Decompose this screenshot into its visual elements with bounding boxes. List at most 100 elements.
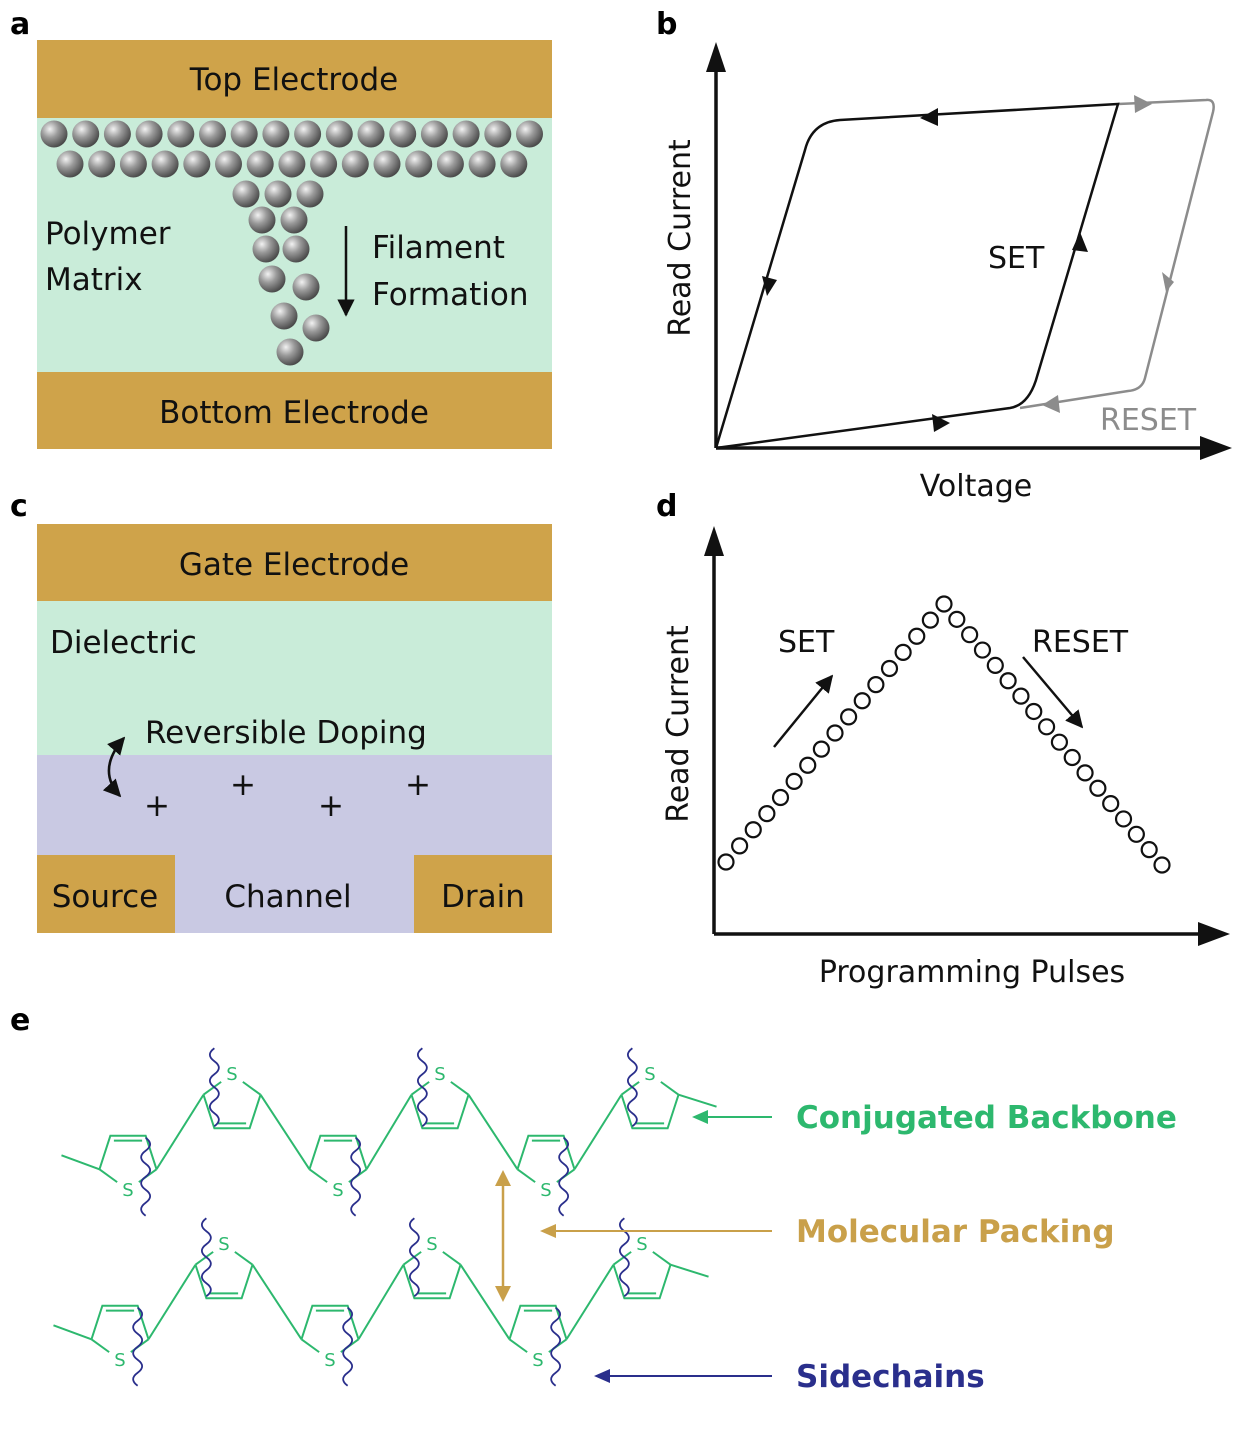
reset-arrow-side [1162,272,1174,292]
filament-label-line1: Filament [372,230,505,266]
b-x-axis-label: Voltage [920,469,1033,504]
particle-13 [452,120,480,148]
reset-curve [1019,98,1215,410]
reset-pulse-marker [1102,794,1120,813]
d-y-axis-arrowhead [704,526,724,556]
particle-12 [420,120,448,148]
d-x-axis-arrowhead [1198,922,1230,946]
top-electrode [37,40,552,118]
particle-10 [357,120,385,148]
particle-11 [389,120,417,148]
charge-plus-1: + [144,788,170,824]
d-reset-arrow [1022,656,1084,729]
particle-32 [264,180,292,208]
packing-pointer-head [540,1224,556,1238]
filament-label-line2: Formation [372,277,528,313]
particle-0 [40,120,68,148]
particle-16 [56,150,84,178]
charge-plus-2: + [230,767,256,803]
set-pulse-marker [785,772,803,790]
particle-39 [292,273,320,301]
d-set-label: SET [778,625,835,660]
gate-electrode [37,524,552,601]
source-electrode [37,855,175,933]
backbone-pointer-head [692,1110,708,1124]
b-y-axis-arrowhead [706,42,726,72]
set-pulse-marker [717,853,735,871]
particle-24 [310,150,338,178]
matrix-label-line2: Matrix [45,262,143,298]
b-y-axis-label: Read Current [663,139,698,337]
particle-25 [341,150,369,178]
sulfur-atom: S [218,1234,229,1255]
drain-electrode [414,855,552,933]
particle-14 [484,120,512,148]
panel-label-e: e [10,1003,30,1038]
set-pulse-marker [921,611,939,629]
set-arrow-bottom [932,414,950,432]
panel-b-iv-chart: Voltage Read Current SET RESET [663,42,1232,504]
charge-plus-4: + [405,767,431,803]
particle-23 [278,150,306,178]
reset-pulse-marker [1140,841,1158,859]
particle-21 [215,150,242,178]
particle-6 [230,120,258,148]
particle-31 [232,180,260,208]
particle-30 [500,150,528,178]
sulfur-atom: S [426,1234,437,1255]
backbone-label: Conjugated Backbone [796,1100,1177,1136]
set-pulse-marker [731,837,749,855]
charge-plus-3: + [318,788,344,824]
particle-26 [373,150,401,178]
reset-pulse-marker [1114,810,1133,828]
particle-8 [294,120,322,148]
particle-5 [199,120,226,148]
reset-pulse-marker [1076,764,1094,782]
reset-pulse-marker [948,610,966,628]
particle-38 [258,265,286,293]
panel-label-a: a [10,7,30,42]
bottom-electrode [37,372,552,449]
d-set-arrow [773,674,834,748]
set-pulse-marker [894,643,912,661]
d-y-axis-label: Read Current [661,625,696,823]
packing-label: Molecular Packing [796,1214,1115,1250]
panel-label-d: d [656,489,677,524]
d-x-axis-label: Programming Pulses [819,955,1125,990]
particle-19 [151,150,179,178]
reset-pulse-marker [1153,856,1171,874]
b-set-label: SET [988,241,1045,276]
reset-pulse-marker [961,626,979,644]
b-x-axis-arrowhead [1200,436,1232,460]
reset-pulse-marker [986,656,1004,675]
sidechain-pointer-head [594,1369,610,1383]
doping-label: Reversible Doping [145,715,427,751]
particle-34 [248,206,276,234]
sulfur-atom: S [636,1234,647,1255]
reset-arrow-bottom [1042,395,1060,413]
particle-37 [282,235,310,263]
d-reset-label: RESET [1032,625,1129,660]
particle-9 [325,120,353,148]
particle-41 [302,314,330,342]
particle-22 [246,150,274,178]
drain-label: Drain [441,879,525,915]
reset-pulse-marker [1050,733,1069,751]
top-electrode-label: Top Electrode [189,62,398,98]
sulfur-atom: S [122,1180,133,1201]
sulfur-atom: S [114,1350,125,1371]
reset-pulse-marker [1127,825,1145,843]
channel-label: Channel [224,879,351,915]
sulfur-atom: S [226,1064,237,1085]
sulfur-atom: S [644,1064,655,1085]
set-pulse-marker [935,595,953,613]
reset-pulse-marker [1037,718,1056,736]
set-pulse-marker [908,627,926,645]
set-arrow-top [920,108,938,126]
particle-4 [167,120,195,148]
particle-29 [468,150,496,178]
doping-arrow [102,736,126,798]
dielectric-layer [37,601,552,755]
